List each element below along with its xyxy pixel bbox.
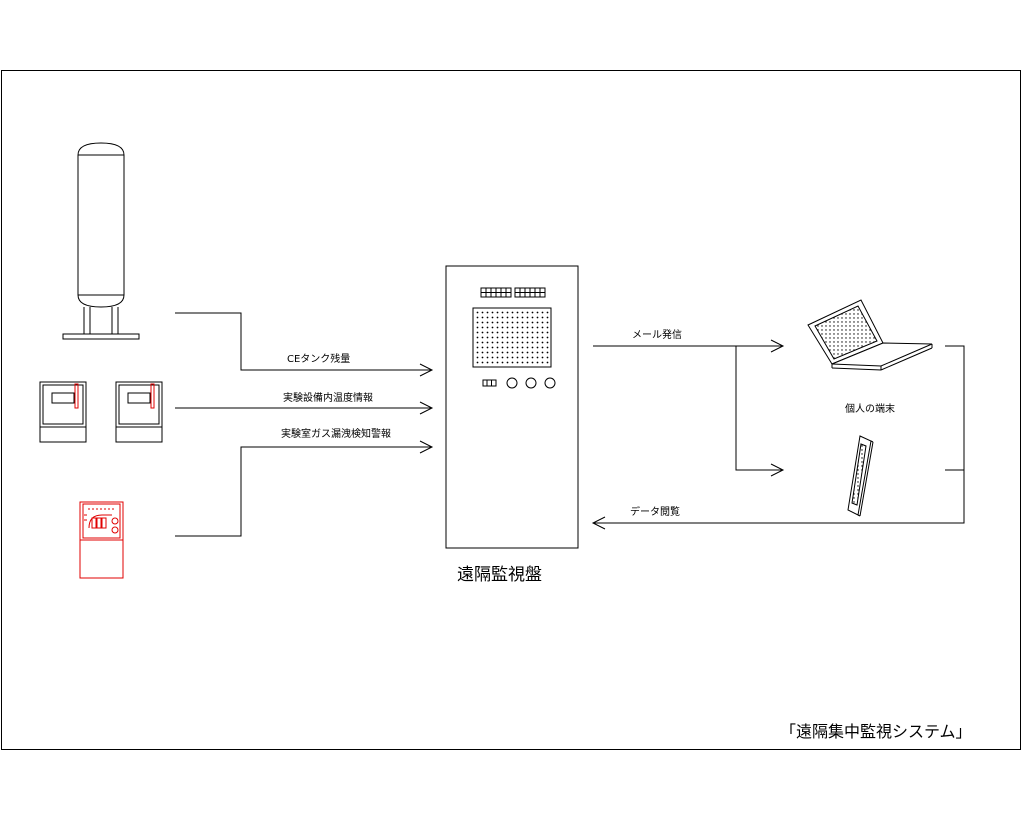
system-title: 「遠隔集中監視システム」 bbox=[780, 722, 972, 741]
input-connectors bbox=[175, 312, 434, 537]
monitor-unit-icon bbox=[115, 381, 163, 443]
ce-tank-icon bbox=[62, 142, 140, 340]
gas-leak-label: 実験室ガス漏洩検知警報 bbox=[281, 427, 391, 440]
diagram-frame bbox=[1, 70, 1021, 750]
gas-detector-icon bbox=[79, 501, 124, 579]
temperature-label: 実験設備内温度情報 bbox=[283, 391, 373, 404]
arrow-right-icon bbox=[419, 401, 434, 415]
arrow-right-icon bbox=[419, 440, 434, 454]
monitor-unit-icon bbox=[39, 381, 87, 443]
mail-label: メール発信 bbox=[632, 328, 682, 341]
laptop-icon bbox=[807, 299, 933, 371]
data-view-label: データ閲覧 bbox=[630, 505, 680, 518]
mail-branch-line bbox=[735, 346, 783, 471]
panel-label: 遠隔監視盤 bbox=[457, 565, 542, 585]
monitoring-panel bbox=[445, 265, 579, 549]
panel-screen bbox=[472, 307, 552, 368]
tablet-icon bbox=[847, 435, 874, 517]
tank-to-panel-line bbox=[175, 312, 432, 371]
arrow-right-icon bbox=[770, 339, 785, 353]
personal-terminal-label: 個人の端末 bbox=[845, 402, 895, 415]
gas-to-panel-line bbox=[175, 446, 432, 537]
arrow-left-icon bbox=[591, 516, 606, 530]
ce-tank-label: CEタンク残量 bbox=[287, 352, 350, 365]
data-view-line bbox=[593, 345, 965, 524]
arrow-right-icon bbox=[770, 463, 785, 477]
output-connectors bbox=[591, 339, 965, 530]
arrow-right-icon bbox=[419, 363, 434, 377]
